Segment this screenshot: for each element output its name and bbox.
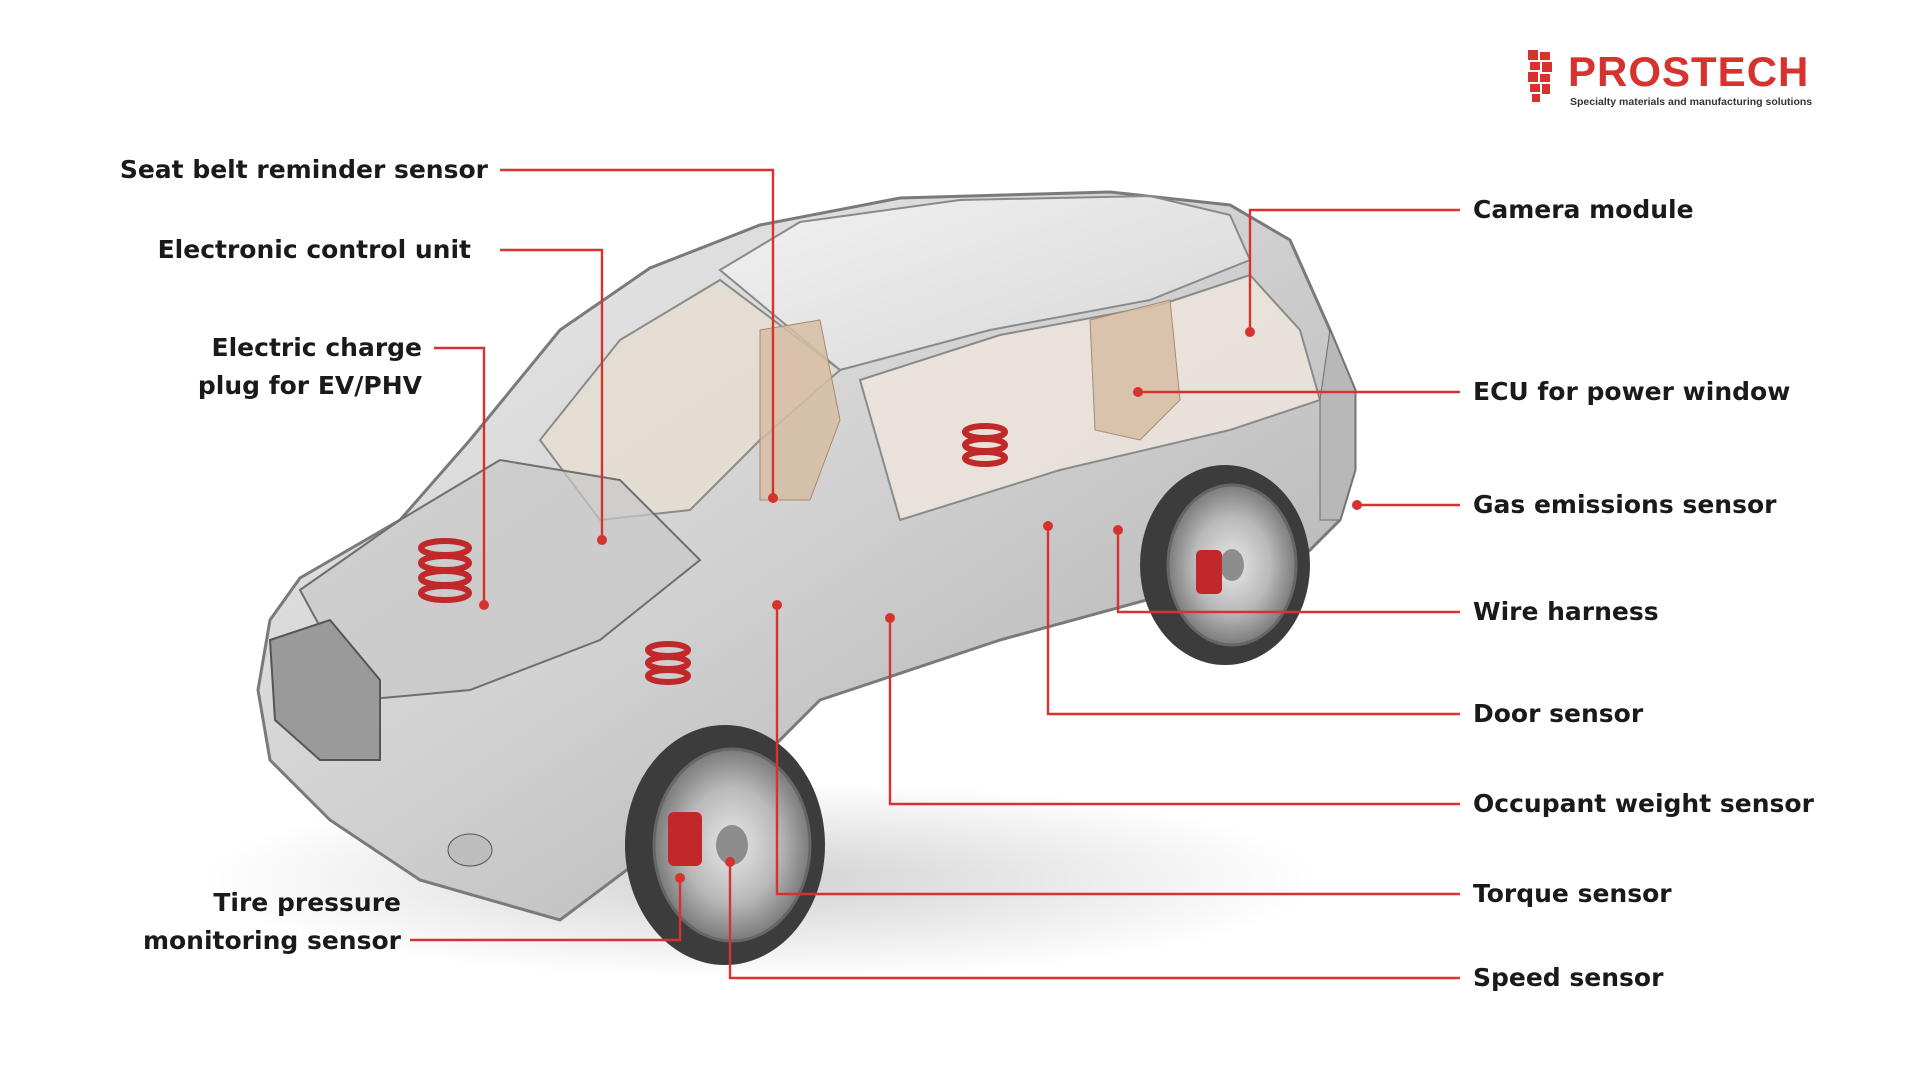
- dot-speed: [725, 857, 735, 867]
- label-charge-plug-line2: plug for EV/PHV: [197, 371, 422, 400]
- label-ecu: Electronic control unit: [157, 235, 471, 264]
- engine-bay: [298, 458, 702, 702]
- callout-torque: [775, 605, 1460, 896]
- front-right-spring: [645, 641, 691, 685]
- dot-tire-pressure: [675, 873, 685, 883]
- callout-lines: [410, 168, 1460, 980]
- side-windows: [858, 273, 1322, 522]
- label-tire-pressure-line1: Tire pressure: [213, 888, 401, 917]
- callout-camera: [1248, 208, 1460, 332]
- brand-tagline: Specialty materials and manufacturing so…: [1570, 96, 1813, 108]
- label-torque: Torque sensor: [1473, 879, 1672, 908]
- callout-occupant: [888, 618, 1460, 806]
- rear-brake-caliper: [1196, 550, 1222, 594]
- callout-speed: [728, 862, 1460, 980]
- callout-tire-pressure: [410, 878, 682, 942]
- front-grille: [268, 618, 381, 761]
- dot-seat-belt: [768, 493, 778, 503]
- label-gas: Gas emissions sensor: [1473, 490, 1777, 519]
- fog-light: [447, 833, 493, 867]
- prostech-logo: PROSTECH Specialty materials and manufac…: [1526, 48, 1836, 120]
- label-speed: Speed sensor: [1473, 963, 1664, 992]
- rear-wheel: [1140, 465, 1310, 665]
- front-wheel: [625, 725, 825, 965]
- callout-ecu: [500, 248, 604, 540]
- dot-charge-plug: [479, 600, 489, 610]
- label-seat-belt: Seat belt reminder sensor: [119, 155, 488, 184]
- dot-torque: [772, 600, 782, 610]
- dot-ecu-window: [1133, 387, 1143, 397]
- rear-tail: [1319, 328, 1356, 521]
- brand-name: PROSTECH: [1568, 48, 1810, 95]
- dot-gas: [1352, 500, 1362, 510]
- dot-door: [1043, 521, 1053, 531]
- callout-charge-plug: [434, 346, 486, 605]
- rear-seat: [1089, 299, 1181, 441]
- front-spring: [418, 538, 472, 603]
- dot-camera: [1245, 327, 1255, 337]
- label-camera: Camera module: [1473, 195, 1694, 224]
- front-brake-caliper: [668, 812, 702, 866]
- dot-wire: [1113, 525, 1123, 535]
- callout-dots: [479, 327, 1362, 883]
- dot-ecu: [597, 535, 607, 545]
- label-wire: Wire harness: [1473, 597, 1659, 626]
- label-ecu-window: ECU for power window: [1473, 377, 1791, 406]
- dot-occupant: [885, 613, 895, 623]
- front-seat: [759, 319, 841, 501]
- callout-door: [1046, 526, 1460, 716]
- label-door: Door sensor: [1473, 699, 1644, 728]
- label-charge-plug-line1: Electric charge: [211, 333, 422, 362]
- callout-seat-belt: [500, 168, 775, 498]
- label-tire-pressure-line2: monitoring sensor: [142, 926, 401, 955]
- rear-spring: [962, 423, 1008, 467]
- roof-glass: [718, 194, 1252, 372]
- callout-wire: [1116, 530, 1460, 614]
- logo-mark-icon: [1528, 50, 1552, 102]
- label-occupant: Occupant weight sensor: [1473, 789, 1814, 818]
